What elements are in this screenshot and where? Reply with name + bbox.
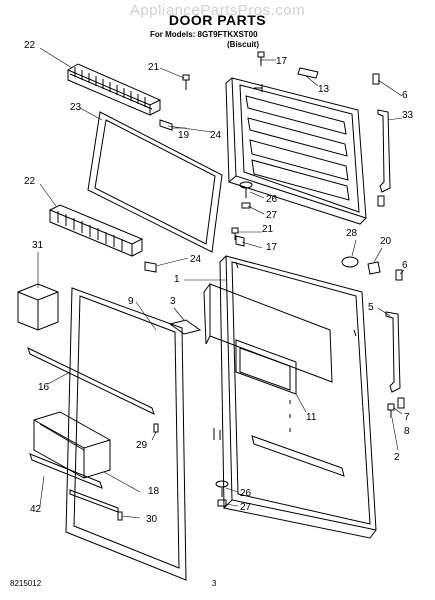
freezer-door (225, 67, 367, 225)
callout-22-lower: 22 (24, 176, 36, 187)
screws-upper (159, 51, 265, 247)
callout-22-upper: 22 (24, 40, 36, 51)
color-variant: (Biscuit) (227, 40, 259, 49)
dairy-door (17, 283, 59, 331)
callout-17-upper: 17 (276, 56, 288, 67)
freezer-shelf-rack-upper (66, 63, 162, 116)
plug-20 (367, 261, 381, 275)
callout-21-upper: 21 (148, 62, 160, 73)
callout-11: 11 (306, 412, 317, 423)
callout-2: 2 (394, 452, 400, 463)
fresh-food-door-gasket (65, 287, 187, 581)
callout-23: 23 (70, 102, 82, 113)
door-trim (27, 347, 155, 415)
callout-27-lower: 27 (240, 502, 252, 513)
hinge-plug (341, 256, 359, 268)
callout-42: 42 (30, 504, 42, 515)
bin-trim (29, 453, 103, 489)
callout-8: 8 (404, 426, 410, 437)
callout-21-lower: 21 (262, 224, 274, 235)
callout-29: 29 (136, 440, 148, 451)
trim-strip (69, 489, 119, 513)
callout-19: 19 (178, 130, 190, 141)
callout-33: 33 (402, 110, 414, 121)
callout-6-upper: 6 (402, 90, 408, 101)
screw-lower (387, 403, 395, 418)
callout-26-lower: 26 (240, 488, 252, 499)
clip-30 (117, 511, 123, 521)
door-bin (33, 411, 111, 479)
callout-26-upper: 26 (266, 194, 278, 205)
callout-9: 9 (128, 296, 134, 307)
pad-part-3 (168, 319, 202, 335)
callout-30: 30 (146, 514, 158, 525)
model-subtitle: For Models: 8GT9FTKXST00 (150, 30, 258, 39)
screws-lower (215, 480, 229, 507)
callout-17-lower: 17 (266, 242, 278, 253)
callout-13: 13 (318, 84, 330, 95)
callout-24-upper: 24 (210, 130, 222, 141)
callout-31: 31 (32, 240, 44, 251)
callout-labels: 22 21 17 13 6 33 23 19 24 26 27 22 21 17… (24, 40, 414, 525)
watermark: AppliancePartsPros.com (129, 2, 306, 19)
callout-5: 5 (368, 302, 374, 313)
fresh-food-door (203, 255, 377, 539)
callout-1: 1 (174, 274, 180, 285)
freezer-hinge (372, 73, 391, 207)
callout-20: 20 (380, 236, 392, 247)
freezer-door-gasket (87, 111, 223, 253)
callout-16: 16 (38, 382, 50, 393)
clip-29 (153, 423, 159, 433)
leader-lines (37, 47, 405, 519)
shelf-clip-lower (144, 261, 157, 273)
page-number: 3 (212, 579, 217, 588)
callout-7: 7 (404, 412, 410, 423)
callout-27-upper: 27 (266, 210, 278, 221)
callout-6-lower: 6 (402, 260, 408, 271)
callout-28: 28 (346, 228, 358, 239)
callout-24-lower: 24 (190, 254, 202, 265)
lower-hinge (385, 269, 405, 409)
freezer-shelf-rack-lower (48, 204, 144, 257)
callout-18: 18 (148, 486, 160, 497)
callout-3: 3 (170, 296, 176, 307)
document-number: 8215012 (10, 579, 42, 588)
page-title: DOOR PARTS (168, 12, 267, 28)
